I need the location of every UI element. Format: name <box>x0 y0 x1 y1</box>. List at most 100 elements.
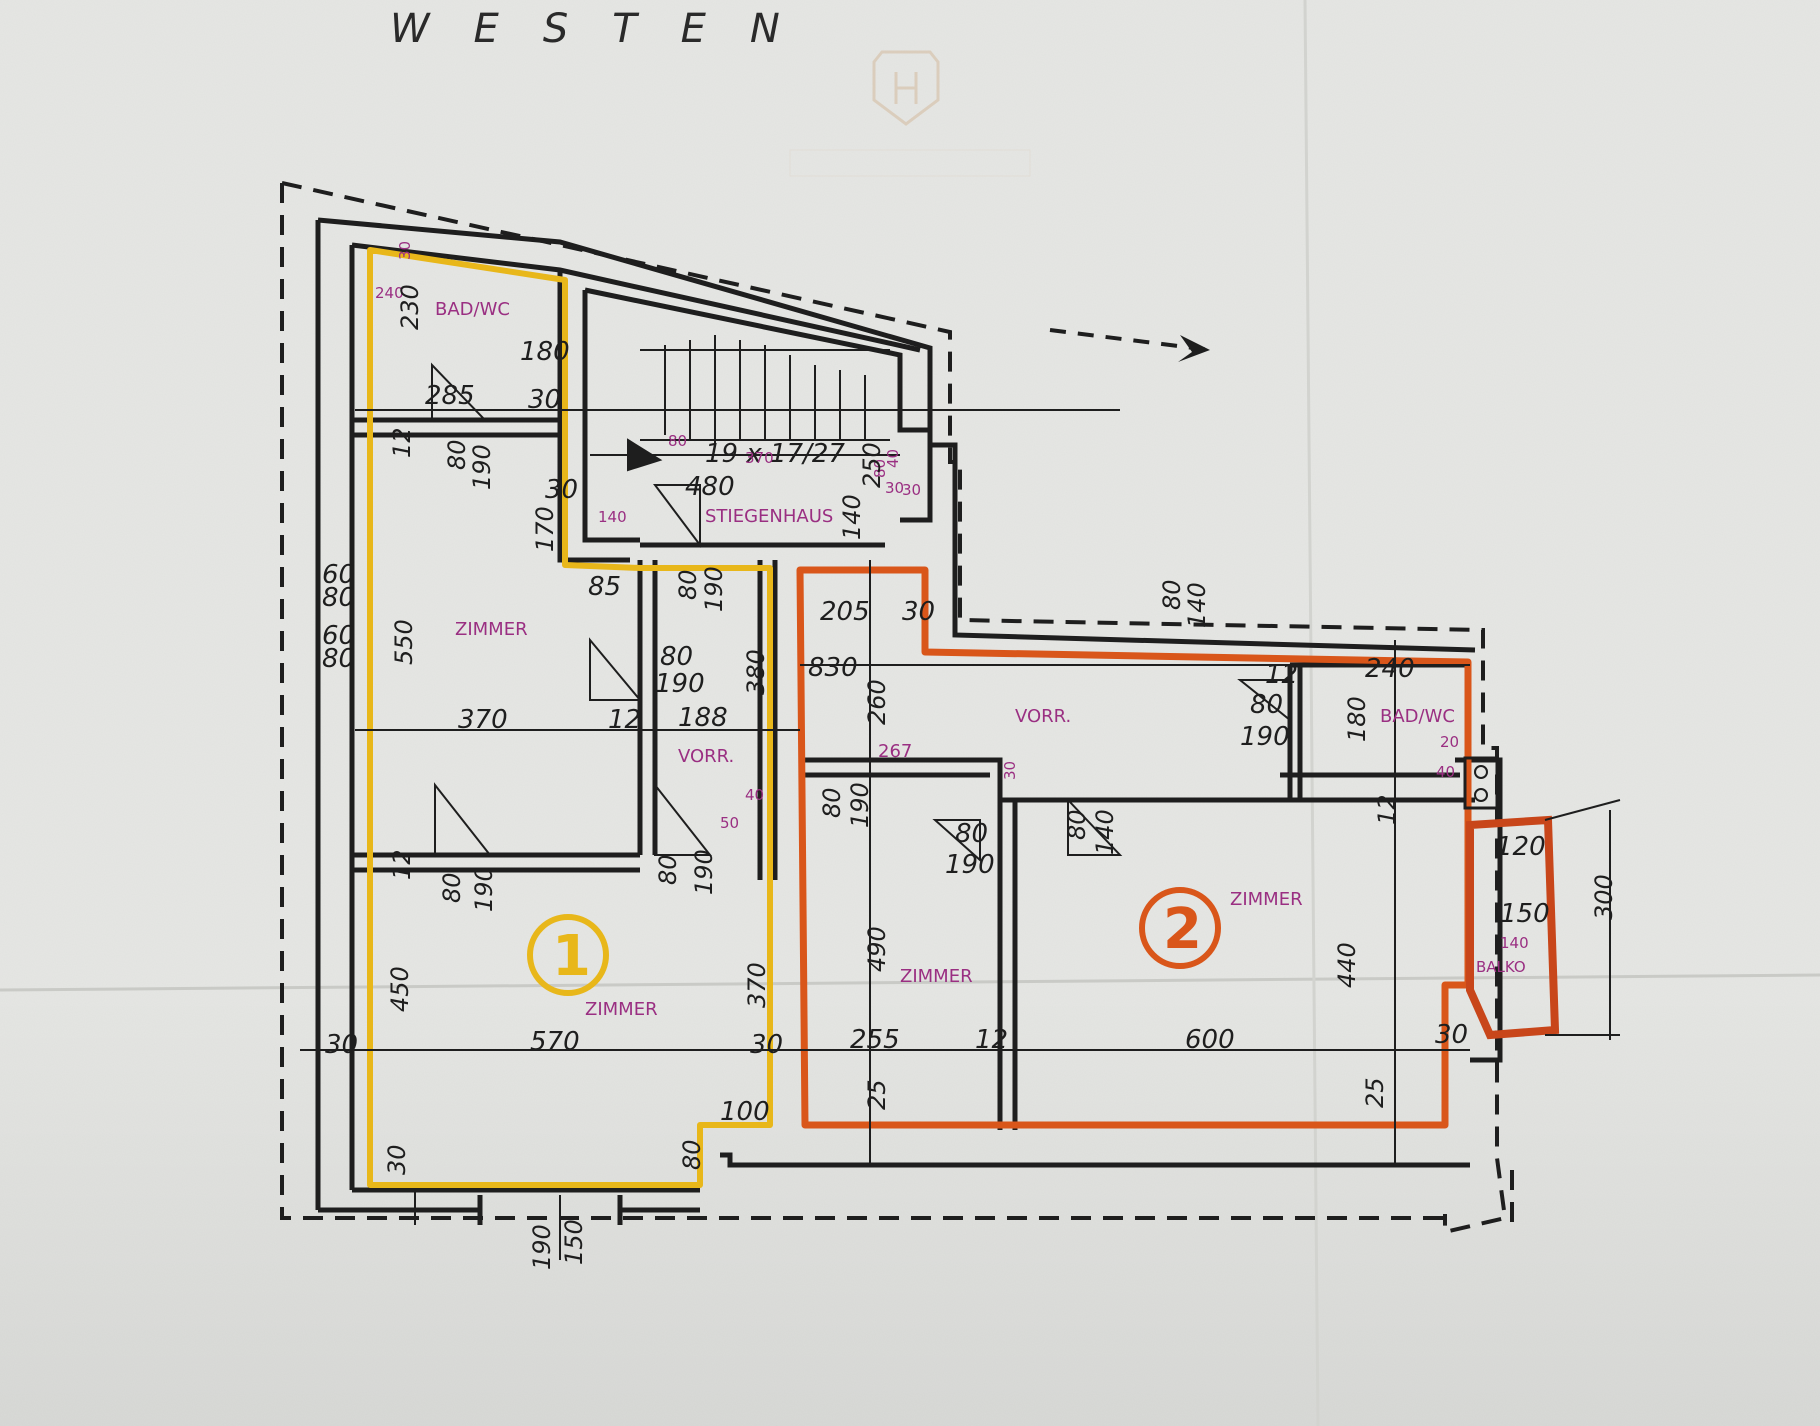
unit-1-label: 1 <box>527 914 609 996</box>
dim-label: 190 <box>528 1224 556 1270</box>
dim-label: 12 <box>388 849 416 880</box>
dim-label: 300 <box>1590 874 1618 920</box>
dim-label: 80 <box>322 583 355 613</box>
dim-label: 450 <box>386 966 414 1012</box>
dim-label: 40 <box>745 786 764 804</box>
dim-label: 150 <box>560 1219 588 1265</box>
dim-label: 190 <box>1240 722 1290 752</box>
dim-label: 550 <box>390 619 418 665</box>
dimension-labels-vertical: 230 30 12 80 190 170 550 80 190 380 12 8… <box>383 241 1618 1270</box>
dim-label: 140 <box>598 508 627 526</box>
dim-label: 180 <box>1343 696 1371 742</box>
dim-label: 40 <box>1436 763 1455 781</box>
dim-label: 190 <box>700 566 728 612</box>
arrow-head-icon <box>1178 335 1210 362</box>
dim-label: 190 <box>470 866 498 912</box>
dim-label: 140 <box>1183 582 1211 628</box>
unit-2-label: 2 <box>1139 887 1221 969</box>
dim-label: 30 <box>885 479 904 497</box>
dim-label: 80 <box>674 569 702 600</box>
dim-label: 255 <box>850 1025 900 1055</box>
dim-label: 30 <box>325 1030 358 1060</box>
room-bad-wc-unit-1: BAD/WC <box>435 299 510 320</box>
dim-label: 40 <box>884 449 902 468</box>
dim-label: 30 <box>750 1030 783 1060</box>
dim-label: 80 <box>438 872 466 903</box>
dim-label: 30 <box>545 475 578 505</box>
dim-label: 570 <box>530 1027 580 1057</box>
dim-label: 12 <box>1265 660 1298 690</box>
dim-label: 80 <box>955 819 988 849</box>
svg-text:2: 2 <box>1163 897 1202 962</box>
paper-fold-horizontal <box>0 973 1820 992</box>
dim-label: 25 <box>1361 1077 1389 1108</box>
dim-label: 80 <box>443 439 471 470</box>
dim-label: 188 <box>678 703 728 733</box>
dim-label: 190 <box>846 782 874 828</box>
dim-label: 19 x 17/27 <box>705 439 845 469</box>
dim-label: 140 <box>1091 809 1119 855</box>
watermark-logo <box>789 50 1031 177</box>
dim-label: 12 <box>608 705 641 735</box>
dim-label: 140 <box>1500 934 1529 952</box>
room-stiegenhaus: STIEGENHAUS <box>705 506 833 527</box>
dim-label: 80 <box>660 642 693 672</box>
svg-text:1: 1 <box>552 924 591 989</box>
dim-label: 30 <box>902 597 935 627</box>
dim-label: 20 <box>1440 733 1459 751</box>
stove-burner-icon <box>1474 765 1488 779</box>
room-zimmer-unit-1-lower: ZIMMER <box>585 999 658 1020</box>
dim-label: 190 <box>655 669 705 699</box>
dim-label: 80 <box>1063 809 1091 840</box>
dim-label: 12 <box>388 427 416 458</box>
room-zimmer-unit-2-large: ZIMMER <box>1230 889 1303 910</box>
dim-label: 205 <box>820 597 870 627</box>
dim-label: 30 <box>396 241 414 260</box>
dim-label: 230 <box>396 284 424 330</box>
dim-label: 830 <box>808 653 858 683</box>
room-zimmer-unit-1-upper: ZIMMER <box>455 619 528 640</box>
dim-label: 140 <box>838 494 866 540</box>
dim-label: 267 <box>878 741 912 762</box>
dim-label: 80 <box>654 854 682 885</box>
dim-label: 190 <box>468 444 496 490</box>
dim-label: 80 <box>871 459 889 478</box>
paper-fold-shade <box>0 990 1820 1426</box>
dim-label: 370 <box>743 962 771 1008</box>
dim-label: 240 <box>375 284 404 302</box>
dim-label: 30 <box>902 481 921 499</box>
dim-label: 100 <box>720 1097 770 1127</box>
dim-label: 80 <box>1250 690 1283 720</box>
site-boundary <box>280 181 1514 1235</box>
dim-label: 250 <box>858 442 886 488</box>
dim-label: 180 <box>520 337 570 367</box>
dim-label: 60 <box>322 560 355 590</box>
stove-symbol <box>1463 756 1499 810</box>
dim-label: 120 <box>1496 832 1546 862</box>
dim-label: 50 <box>720 814 739 832</box>
dim-label: 30 <box>1435 1020 1468 1050</box>
paper-fold-vertical <box>1303 0 1320 1426</box>
dim-label: 12 <box>1373 794 1401 825</box>
room-balkon: BALKO <box>1476 958 1526 976</box>
dim-label: 30 <box>528 385 561 415</box>
dim-label: 80 <box>818 787 846 818</box>
dim-label: 25 <box>863 1079 891 1110</box>
door-swings <box>431 362 1291 863</box>
dim-label: 600 <box>1185 1025 1235 1055</box>
dim-label: 80 <box>668 432 687 450</box>
dim-label: 490 <box>863 926 891 972</box>
balcony <box>1463 756 1560 1040</box>
dim-label: 85 <box>588 572 621 602</box>
dimension-lines <box>300 409 1621 1260</box>
dimension-labels: 240 180 285 30 30 60 80 60 80 85 80 190 … <box>322 284 1550 1127</box>
dim-label: 190 <box>945 850 995 880</box>
dim-label: 30 <box>383 1144 411 1175</box>
dim-label: 285 <box>425 381 475 411</box>
dim-label: 150 <box>1500 899 1550 929</box>
dim-label: 30 <box>1001 761 1019 780</box>
unit-1-boundary <box>367 247 773 1188</box>
dim-label: 80 <box>322 644 355 674</box>
dim-label: 370 <box>745 449 774 467</box>
